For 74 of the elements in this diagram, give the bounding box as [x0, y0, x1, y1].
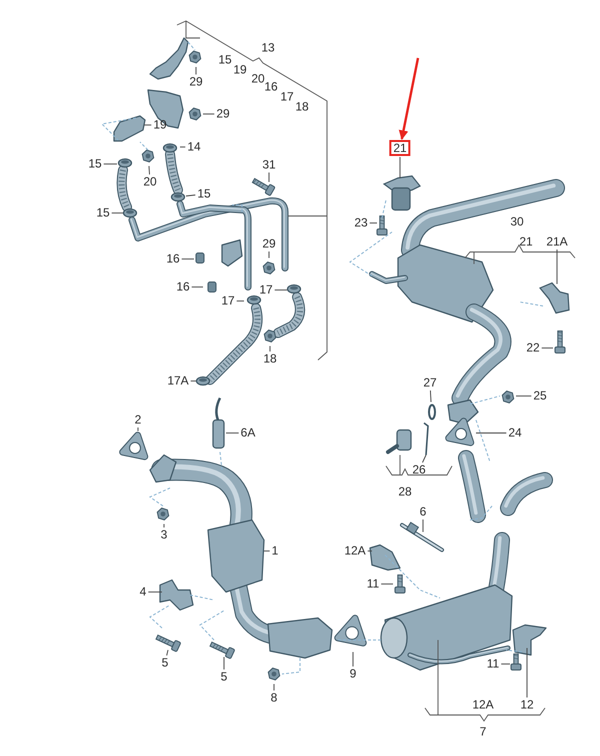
leader-line [352, 652, 354, 667]
callout-number: 11 [486, 658, 500, 670]
leader-line [476, 432, 507, 434]
leader-line [180, 146, 186, 148]
leader-line [268, 251, 270, 258]
leader-line [181, 258, 194, 260]
callout-number: 29 [188, 76, 204, 88]
callout-number: 1 [270, 544, 280, 558]
callout-number: 25 [532, 390, 548, 402]
callout-number: 19 [232, 64, 248, 76]
callout-number: 8 [270, 692, 278, 704]
callout-number: 31 [261, 158, 277, 172]
callout-number: 13 [260, 42, 276, 54]
leader-line [148, 166, 150, 175]
callout-number: 16 [165, 252, 181, 266]
callout-number: 28 [397, 486, 413, 498]
leader-line [190, 380, 196, 382]
leader-line [422, 454, 426, 463]
leader-line [264, 550, 270, 552]
callout-number: 12 [519, 698, 535, 712]
callout-number: 19 [152, 118, 168, 132]
callout-number: 22 [525, 342, 541, 354]
callout-number: 21 [518, 236, 534, 248]
leader-line [144, 124, 152, 126]
leader-line [236, 300, 244, 302]
callout-number: 17A [166, 374, 190, 388]
callout-number: 11 [366, 578, 380, 590]
callout-number: 20 [142, 176, 158, 188]
leader-line [430, 390, 432, 402]
callout-number: 24 [507, 426, 523, 440]
callout-number: 27 [422, 376, 438, 390]
leader-line [186, 194, 196, 196]
callout-number: 23 [353, 216, 369, 230]
callout-number: 15 [196, 188, 212, 200]
callout-number: 17 [279, 90, 295, 104]
callout-number: 26 [411, 464, 427, 476]
callout-number: 15 [87, 158, 103, 170]
leader-line [226, 432, 240, 434]
callout-number: 18 [294, 100, 310, 114]
callout-number: 5 [160, 656, 170, 670]
callout-number: 6A [240, 426, 256, 440]
callout-number: 9 [348, 668, 358, 680]
callout-number: 5 [220, 670, 228, 684]
leader-line [191, 286, 204, 288]
callout-number: 6 [418, 506, 428, 518]
pointer-arrow [398, 58, 420, 140]
callout-number: 20 [250, 72, 265, 86]
leader-line [367, 550, 372, 552]
callout-number: 21 [389, 140, 411, 156]
leader-line [166, 650, 168, 656]
leader-line [556, 249, 558, 284]
leader-line [369, 222, 378, 224]
callout-number: 17 [220, 294, 236, 308]
leader-line [422, 519, 424, 532]
leader-line [111, 212, 124, 214]
leader-line [268, 172, 270, 182]
callout-number: 3 [160, 528, 168, 542]
callout-number: 15 [95, 206, 111, 220]
callout-number: 4 [138, 586, 148, 598]
leader-line [526, 648, 528, 698]
callout-number: 18 [262, 352, 278, 366]
callout-number: 21A [545, 236, 569, 248]
callout-number: 12A [471, 698, 495, 712]
callout-number: 29 [215, 108, 231, 120]
callout-number: 12A [343, 544, 367, 558]
callout-number: 17 [258, 284, 274, 296]
callout-number: 16 [264, 80, 279, 94]
callout-number: 14 [186, 140, 202, 154]
callout-number: 29 [261, 238, 277, 250]
callout-number: 7 [478, 726, 488, 738]
callout-number: 15 [217, 54, 233, 66]
callout-number: 2 [134, 414, 142, 426]
callout-number: 16 [175, 280, 191, 294]
callout-number: 30 [509, 216, 525, 228]
